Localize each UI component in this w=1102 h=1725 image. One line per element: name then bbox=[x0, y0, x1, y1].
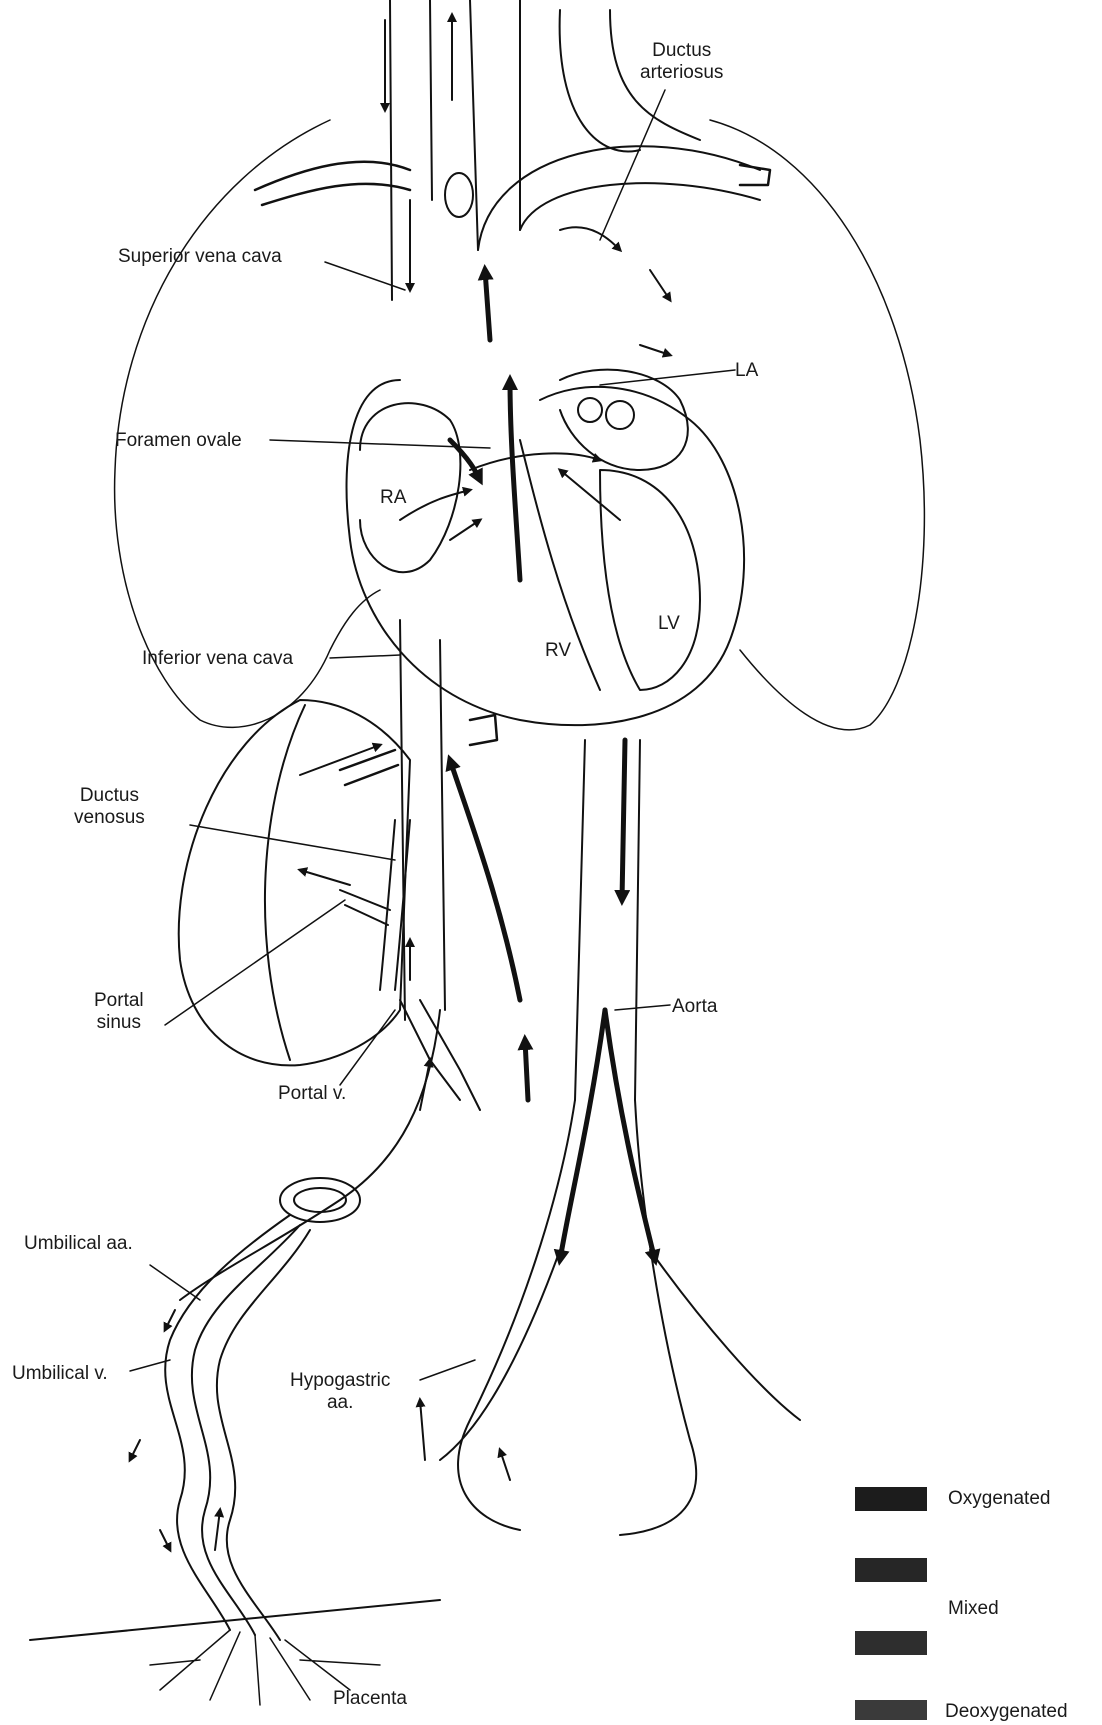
arrow-ra-down bbox=[450, 520, 480, 540]
arrow-hypogastric-mid bbox=[500, 1450, 510, 1480]
pulmonary-vein-ring-2 bbox=[606, 401, 634, 429]
label-umbilical-aa: Umbilical aa. bbox=[24, 1233, 133, 1255]
arrow-foramen bbox=[470, 453, 600, 470]
arrow-cord-1 bbox=[165, 1310, 175, 1330]
label-rv: RV bbox=[545, 640, 571, 662]
bold-arrow-aorta-asc bbox=[485, 270, 490, 340]
label-ductus-arteriosus-line-1: Ductus bbox=[640, 40, 723, 62]
legend-swatch-oxygenated bbox=[855, 1487, 927, 1511]
arrow-umbilical-v-up bbox=[420, 1060, 430, 1110]
iliac-right bbox=[650, 1250, 800, 1420]
label-portal-sinus-line-2: sinus bbox=[94, 1012, 144, 1034]
legend-swatch-mixed-1 bbox=[855, 1558, 927, 1582]
brachiocephalic-branch bbox=[255, 162, 410, 205]
heart-outline bbox=[347, 380, 745, 725]
bold-arrow-aorta-down bbox=[622, 740, 625, 900]
placenta-surface bbox=[30, 1600, 440, 1640]
label-superior-vena-cava: Superior vena cava bbox=[118, 246, 282, 268]
aorta-ascending bbox=[470, 0, 520, 250]
liver-lobe-line bbox=[265, 705, 305, 1060]
arrow-lv bbox=[560, 470, 620, 520]
umbilical-cord-strand-1 bbox=[165, 1215, 290, 1630]
portal-sinus-branch bbox=[340, 890, 390, 925]
label-ductus-venosus: Ductus venosus bbox=[74, 785, 145, 829]
bold-arrow-ivc-up bbox=[450, 760, 520, 1000]
legend-label-deoxygenated: Deoxygenated bbox=[945, 1701, 1068, 1723]
legend-label-oxygenated: Oxygenated bbox=[948, 1488, 1050, 1510]
bold-arrow-umb-a-left bbox=[560, 1010, 605, 1260]
umbilical-cord-strand-3 bbox=[217, 1230, 310, 1640]
label-hypogastric-aa: Hypogastric aa. bbox=[290, 1370, 390, 1414]
label-lv: LV bbox=[658, 613, 680, 635]
liver-outline bbox=[179, 700, 410, 1065]
label-portal-v: Portal v. bbox=[278, 1083, 346, 1105]
label-placenta: Placenta bbox=[333, 1688, 407, 1710]
legend-swatch-deoxygenated bbox=[855, 1700, 927, 1720]
arrow-ductus bbox=[560, 227, 620, 250]
renal-stub bbox=[470, 715, 497, 745]
left-lung-outline bbox=[115, 120, 380, 727]
ductus-venosus-vessel bbox=[380, 820, 410, 990]
arrow-cord-up bbox=[215, 1510, 220, 1550]
label-portal-sinus-line-1: Portal bbox=[94, 990, 144, 1012]
label-la: LA bbox=[735, 360, 758, 382]
arrow-cord-2 bbox=[130, 1440, 140, 1460]
arrow-cord-3 bbox=[160, 1530, 170, 1550]
arrow-ra-in bbox=[400, 490, 470, 520]
label-aorta: Aorta bbox=[672, 996, 717, 1018]
bold-arrow-umb-a-right bbox=[605, 1010, 655, 1260]
left-ventricle bbox=[600, 470, 700, 690]
arrow-hypogastric-left bbox=[420, 1400, 425, 1460]
label-hypogastric-aa-line-1: Hypogastric bbox=[290, 1370, 390, 1392]
umbilical-cord-ring bbox=[280, 1178, 360, 1222]
leader-lines bbox=[130, 90, 735, 1380]
arrow-arch-right bbox=[650, 270, 670, 300]
label-ductus-arteriosus-line-2: arteriosus bbox=[640, 62, 723, 84]
right-pa-stub bbox=[740, 165, 770, 185]
label-umbilical-v: Umbilical v. bbox=[12, 1363, 108, 1385]
legend-swatch-mixed-2 bbox=[855, 1631, 927, 1655]
arrow-la bbox=[640, 345, 670, 355]
hypogastric-artery-left bbox=[458, 1100, 575, 1530]
label-ductus-venosus-line-1: Ductus bbox=[74, 785, 145, 807]
label-ductus-arteriosus: Ductus arteriosus bbox=[640, 40, 723, 84]
legend-label-mixed: Mixed bbox=[948, 1598, 999, 1620]
svc-ring bbox=[445, 173, 473, 217]
label-ra: RA bbox=[380, 487, 406, 509]
label-inferior-vena-cava: Inferior vena cava bbox=[142, 648, 293, 670]
right-lung-outline bbox=[710, 120, 924, 730]
bold-arrow-umb-v bbox=[525, 1040, 528, 1100]
bold-arrow-rv-out bbox=[510, 380, 520, 580]
label-portal-sinus: Portal sinus bbox=[94, 990, 144, 1034]
descending-aorta bbox=[575, 740, 640, 1100]
arrow-portal-left bbox=[300, 870, 350, 885]
label-ductus-venosus-line-2: venosus bbox=[74, 807, 145, 829]
label-hypogastric-aa-line-2: aa. bbox=[290, 1392, 390, 1414]
umbilical-vein-course bbox=[180, 1010, 440, 1300]
hepatic-vein-stub bbox=[340, 750, 398, 785]
pulmonary-vein-ring-1 bbox=[578, 398, 602, 422]
right-atrium bbox=[360, 403, 460, 572]
label-foramen-ovale: Foramen ovale bbox=[115, 430, 242, 452]
umbilical-cord-strand-2 bbox=[192, 1225, 300, 1635]
